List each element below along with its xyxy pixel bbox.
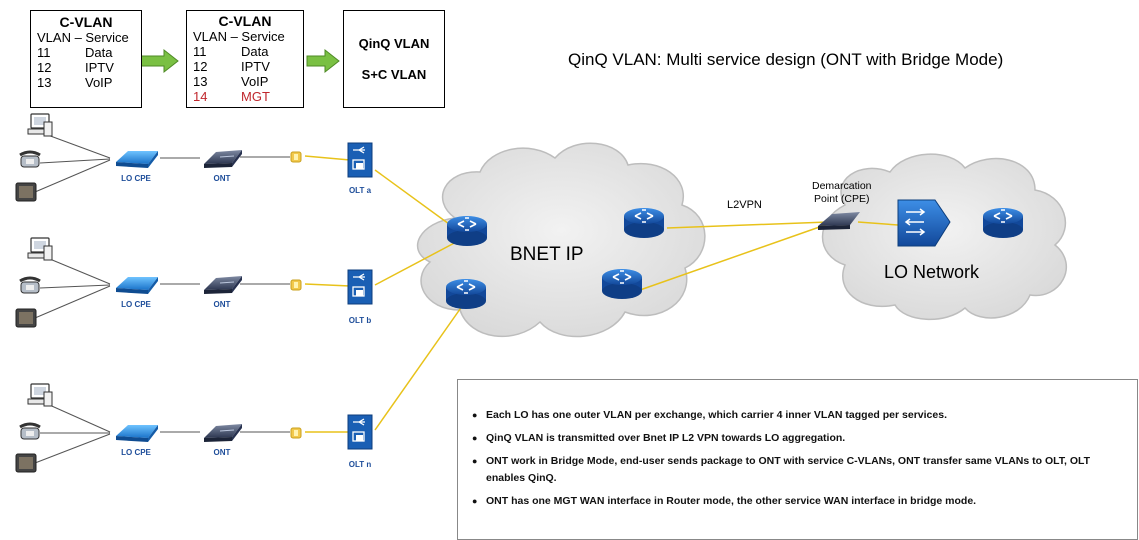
s-c-vlan-label: S+C VLAN xyxy=(361,67,427,82)
l2vpn-label: L2VPN xyxy=(727,199,762,211)
router-icon xyxy=(445,278,487,310)
box-subtitle: VLAN – Service xyxy=(193,29,285,44)
ont-icon xyxy=(203,149,243,169)
switch-icon xyxy=(897,199,951,247)
box-title: C-VLAN xyxy=(59,14,113,30)
fiber-connector-icon xyxy=(290,151,302,163)
router-icon xyxy=(982,207,1024,239)
tv-icon xyxy=(15,182,37,202)
phone-icon xyxy=(18,422,42,441)
qinq-vlan-box: QinQ VLAN S+C VLAN xyxy=(343,10,445,108)
note-item: ONT work in Bridge Mode, end-user sends … xyxy=(472,453,1123,487)
box-title: C-VLAN xyxy=(218,13,272,29)
ont-label: ONT xyxy=(213,300,231,309)
fiber-connector-icon xyxy=(290,427,302,439)
olt-icon xyxy=(347,142,373,178)
lo-cpe-label: LO CPE xyxy=(121,448,151,457)
phone-icon xyxy=(18,276,42,295)
box-subtitle: VLAN – Service xyxy=(37,30,129,45)
notes-box: Each LO has one outer VLAN per exchange,… xyxy=(457,379,1138,540)
computer-icon xyxy=(27,383,53,407)
note-item: ONT has one MGT WAN interface in Router … xyxy=(472,493,1123,510)
tv-icon xyxy=(15,453,37,473)
lo-network-label: LO Network xyxy=(884,262,980,282)
demarcation-cpe-icon xyxy=(818,212,860,230)
olt-icon xyxy=(347,414,373,450)
tv-icon xyxy=(15,308,37,328)
qinq-label: QinQ VLAN xyxy=(358,36,430,51)
demarcation-label: Demarcation Point (CPE) xyxy=(812,180,872,205)
router-icon xyxy=(623,207,665,239)
ont-label: ONT xyxy=(213,174,231,183)
fiber-connector-icon xyxy=(290,279,302,291)
phone-icon xyxy=(18,150,42,169)
network-links xyxy=(304,155,899,433)
lo-cpe-icon xyxy=(116,425,158,442)
olt-label: OLT a xyxy=(348,186,372,195)
access-links xyxy=(34,133,290,464)
ont-icon xyxy=(203,423,243,443)
ont-label: ONT xyxy=(213,448,231,457)
olt-icon xyxy=(347,269,373,305)
diagram-title: QinQ VLAN: Multi service design (ONT wit… xyxy=(568,50,1004,69)
olt-label: OLT b xyxy=(348,316,372,325)
lo-cpe-label: LO CPE xyxy=(121,174,151,183)
computer-icon xyxy=(27,113,53,137)
note-item: Each LO has one outer VLAN per exchange,… xyxy=(472,407,1123,424)
lo-cpe-icon xyxy=(116,277,158,294)
olt-label: OLT n xyxy=(348,460,372,469)
bnet-ip-label: BNET IP xyxy=(510,244,584,265)
note-item: QinQ VLAN is transmitted over Bnet IP L2… xyxy=(472,430,1123,447)
ont-icon xyxy=(203,275,243,295)
lo-cpe-icon xyxy=(116,151,158,168)
router-icon xyxy=(446,215,488,247)
lo-network-cloud xyxy=(821,153,1067,320)
arrow-right-icon xyxy=(306,48,340,74)
computer-icon xyxy=(27,237,53,261)
arrow-right-icon xyxy=(139,48,179,74)
lo-cpe-label: LO CPE xyxy=(121,300,151,309)
router-icon xyxy=(601,268,643,300)
